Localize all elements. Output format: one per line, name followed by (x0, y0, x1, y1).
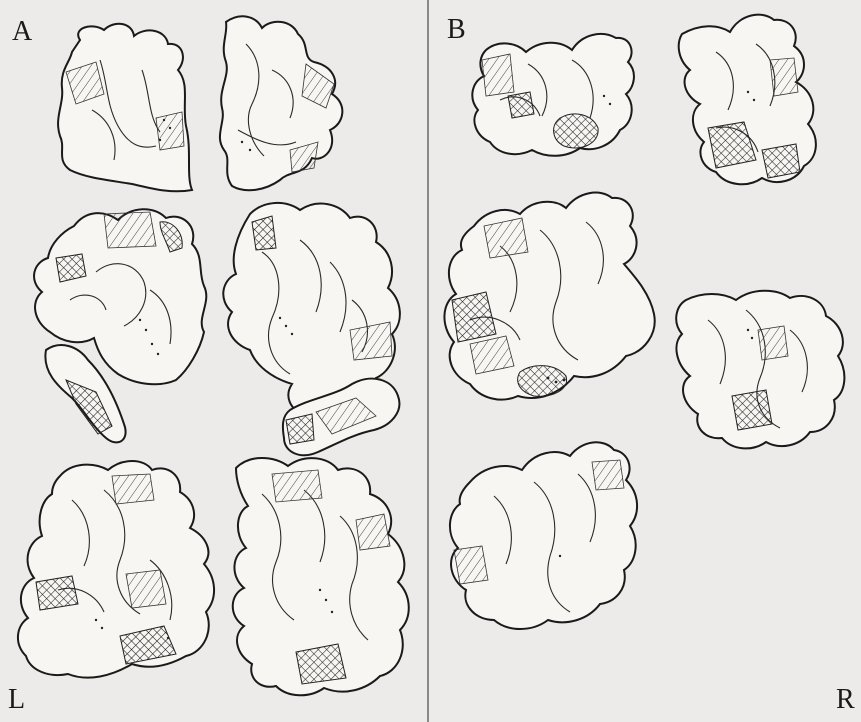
section-b4 (676, 291, 844, 449)
section-a1 (58, 24, 192, 192)
side-label-left: L (8, 686, 25, 714)
side-label-right: R (836, 686, 855, 714)
section-a3 (34, 209, 206, 442)
section-b1 (472, 34, 634, 156)
section-b2 (679, 15, 816, 185)
section-a2 (220, 16, 342, 190)
section-a4 (223, 203, 400, 455)
section-b3 (444, 193, 654, 400)
section-b5 (450, 442, 637, 629)
section-a5 (18, 461, 214, 678)
section-a6 (233, 458, 409, 695)
panel-label-b: B (447, 16, 466, 44)
panel-label-a: A (12, 18, 32, 46)
